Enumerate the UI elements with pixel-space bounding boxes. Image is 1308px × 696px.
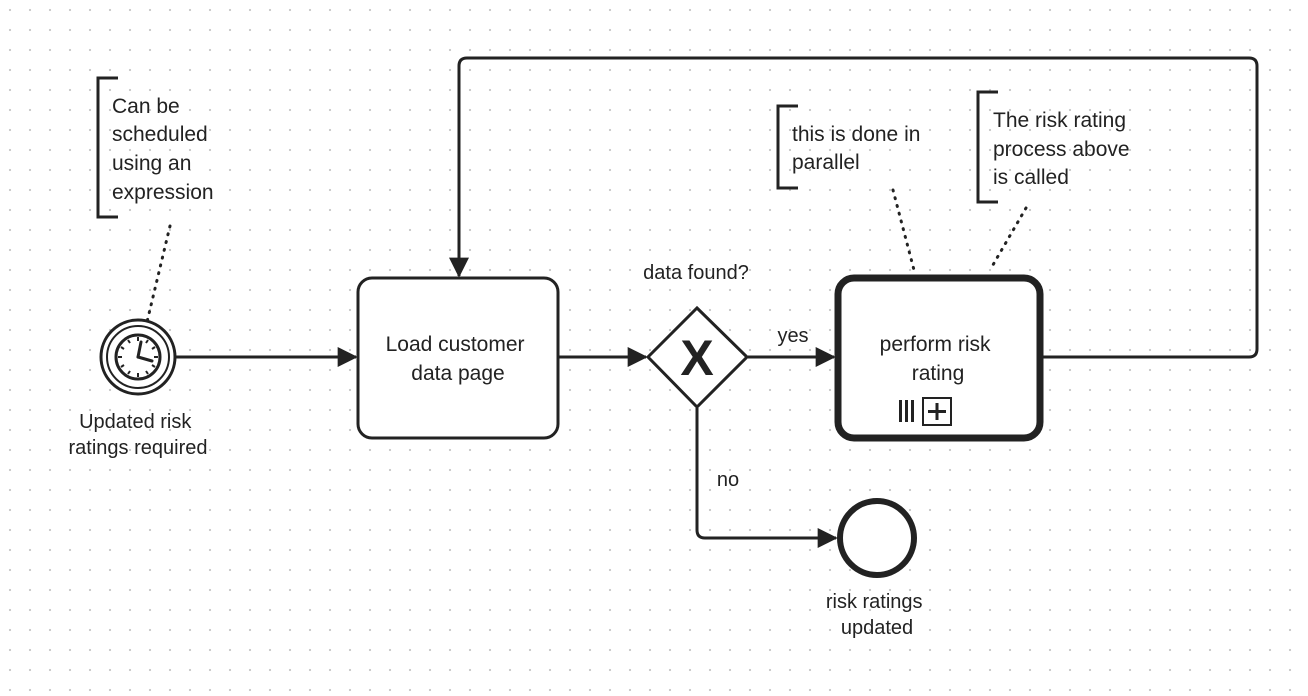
annotation-called-line-1: The risk rating: [993, 109, 1126, 132]
parallel-multi-instance-icon: [899, 400, 914, 422]
subprocess-line-2: rating: [912, 362, 965, 385]
subprocess-line-1: perform risk: [880, 333, 991, 356]
annotation-timer-line-1: Can be: [112, 95, 180, 118]
start-event-label-line-2: ratings required: [69, 437, 208, 459]
end-event-label-line-2: updated: [841, 617, 913, 639]
annotation-parallel-line-2: parallel: [792, 151, 860, 174]
start-event-label-line-1: Updated risk: [79, 411, 192, 433]
annotation-parallel-text: this is done in parallel: [792, 123, 926, 174]
subprocess-label: perform risk rating: [880, 333, 997, 385]
end-event[interactable]: [837, 498, 917, 578]
gateway-label: data found?: [643, 262, 749, 284]
annotation-called-text: The risk rating process above is called: [993, 109, 1135, 189]
text-annotation-parallel[interactable]: this is done in parallel: [776, 104, 926, 190]
start-event-label: Updated risk ratings required: [69, 411, 208, 459]
gateway-x-marker-icon: X: [680, 330, 713, 386]
flow-no-label: no: [717, 469, 739, 491]
association-timer-annotation: [145, 224, 172, 324]
end-event-label-line-1: risk ratings: [826, 591, 923, 613]
timer-clock-icon: [114, 333, 162, 381]
annotation-parallel-line-1: this is done in: [792, 123, 920, 146]
exclusive-gateway[interactable]: X: [645, 305, 750, 410]
task-load-line-1: Load customer: [386, 333, 525, 356]
association-parallel-annotation: [891, 188, 916, 272]
association-called-annotation: [988, 206, 1028, 272]
annotation-timer-line-3: using an: [112, 152, 191, 175]
annotation-called-line-2: process above: [993, 138, 1130, 161]
annotation-timer-text: Can be scheduled using an expression: [112, 95, 214, 204]
task-load-line-2: data page: [411, 362, 504, 385]
task-load-customer-data-page[interactable]: Load customer data page: [356, 276, 560, 440]
flow-loop-subprocess-to-load[interactable]: [449, 56, 1259, 359]
task-load-label: Load customer data page: [386, 333, 531, 385]
subprocess-perform-risk-rating[interactable]: perform risk rating: [834, 274, 1044, 442]
start-timer-event[interactable]: [99, 318, 177, 396]
end-event-label: risk ratings updated: [826, 591, 928, 639]
annotation-timer-line-4: expression: [112, 181, 214, 204]
annotation-timer-line-2: scheduled: [112, 123, 208, 146]
collapsed-subprocess-plus-icon: [922, 397, 952, 426]
text-annotation-called[interactable]: The risk rating process above is called: [976, 90, 1135, 204]
annotation-called-line-3: is called: [993, 166, 1069, 189]
flow-gateway-no-to-end[interactable]: [695, 408, 838, 548]
text-annotation-timer[interactable]: Can be scheduled using an expression: [96, 76, 214, 219]
flow-yes-label: yes: [777, 325, 808, 347]
